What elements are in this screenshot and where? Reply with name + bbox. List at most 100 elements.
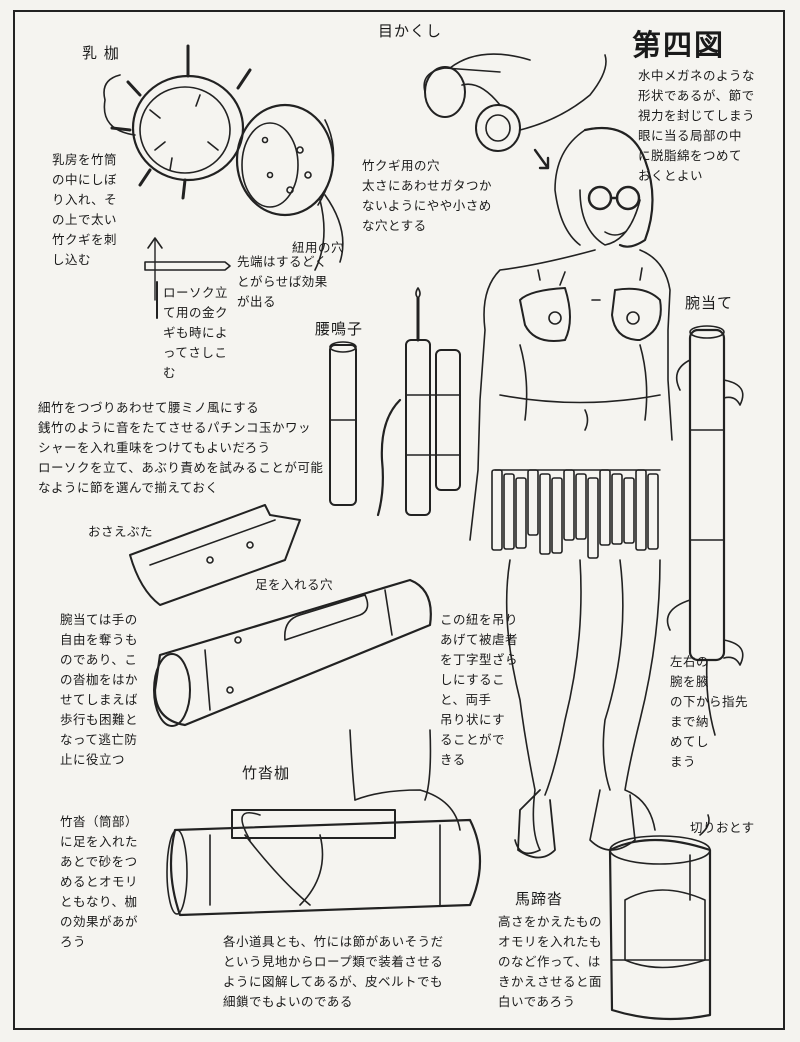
note-line: 形状であるが、節で — [638, 88, 755, 103]
note-line: せてしまえば — [60, 692, 139, 707]
note-line: ることがで — [440, 732, 506, 747]
note-line: という見地からロープ類で装着させる — [223, 954, 444, 969]
note-line: きる — [440, 752, 466, 767]
note-cord-hole: 紐用の穴 — [292, 240, 345, 255]
skirt-bamboo-stick — [551, 477, 563, 554]
label-blindfold: 目かくし — [378, 22, 443, 40]
note-line: 乳房を竹筒 — [52, 152, 118, 167]
label-breast-shackle: 乳 枷 — [82, 44, 120, 62]
note-line: あとで砂をつ — [60, 854, 138, 869]
horse-hoof-shoe-drawing — [608, 814, 712, 1021]
note-line: ように図解してあるが、皮ベルトでも — [223, 974, 444, 989]
skirt-bamboo-stick — [539, 473, 551, 555]
note-line: 細鎖でもよいのである — [223, 994, 353, 1009]
note-line: 視力を封じてしまう — [638, 108, 756, 123]
note-line: し込む — [52, 252, 92, 267]
note-line: おくとよい — [638, 168, 704, 183]
note-line: 眼に当る局部の中 — [638, 128, 743, 143]
blindfold-drawing — [423, 53, 607, 170]
note-waist-rattle: 細竹をつづりあわせて腰ミノ風にする銭竹のように音をたてさせるパチンコ玉かワッシャ… — [38, 398, 323, 498]
note-line: なように節を選んで揃えておく — [38, 480, 219, 495]
note-candle-nail: ローソク立て用の金クギも時によってさしこむ — [163, 283, 228, 383]
label-bamboo-shoe-shackle: 竹沓枷 — [242, 764, 291, 782]
note-line: のなど作って、は — [498, 954, 601, 969]
note-line: この紐を吊り — [440, 612, 519, 627]
note-line: 各小道具とも、竹には節があいそうだ — [223, 934, 444, 949]
note-line: 竹クギ用の穴 — [362, 158, 441, 173]
note-line: 腕当ては手の — [60, 612, 138, 627]
breast-shackle-drawing — [103, 44, 344, 319]
note-line: 水中メガネのような — [638, 68, 756, 83]
note-line: 先端はするどく — [237, 254, 328, 269]
note-line: む — [163, 365, 177, 380]
note-line: ってさしこ — [163, 345, 228, 360]
label-arm-guard: 腕当て — [685, 294, 734, 312]
note-line: を丁字型ざら — [440, 652, 519, 667]
note-line: 止に役立つ — [60, 752, 126, 767]
note-line: の下から指先 — [670, 694, 749, 709]
note-line: 吊り状にす — [440, 712, 506, 727]
note-line: まう — [670, 754, 697, 769]
note-line: 竹沓（筒部） — [60, 814, 139, 829]
skirt-bamboo-stick — [527, 469, 539, 536]
note-line: ローソク立 — [163, 285, 229, 300]
note-line: の沓枷をはか — [60, 672, 139, 687]
note-line: な穴とする — [362, 218, 427, 233]
note-line: 白いであろう — [498, 994, 576, 1009]
arm-guard-tube-drawing — [153, 578, 432, 727]
skirt-bamboo-stick — [587, 477, 599, 559]
note-arm-guard: 腕当ては手の自由を奪うものであり、この沓枷をはかせてしまえば歩行も困難となって逃… — [60, 610, 138, 770]
note-horse-hoof: 高さをかえたものオモリを入れたものなど作って、はきかえさせると面白いであろう — [498, 912, 602, 1012]
skirt-bamboo-stick — [635, 469, 647, 551]
note-line: ローソクを立て、あぶり責めを試みることが可能 — [38, 460, 324, 475]
skirt-bamboo-stick — [503, 473, 515, 550]
note-line: 銭竹のように音をたてさせるパチンコ玉かワッ — [38, 420, 312, 435]
note-line: り入れ、そ — [52, 192, 118, 207]
arm-guard-drawing — [666, 325, 744, 736]
holding-lid-drawing — [129, 504, 301, 606]
label-foot-hole: 足を入れる穴 — [255, 577, 334, 592]
note-line: きかえさせると面 — [498, 974, 603, 989]
note-sharp-tip: 先端はするどくとがらせば効果が出る — [237, 252, 328, 312]
label-horse-hoof-shoe: 馬蹄沓 — [515, 890, 564, 908]
note-line: めてし — [670, 734, 710, 749]
figure-drawing — [469, 126, 673, 859]
skirt-bamboo-stick — [623, 477, 635, 544]
note-both-arms: 左右の腕を腋の下から指先まで納めてしまう — [670, 652, 748, 772]
skirt-bamboo-stick — [599, 469, 611, 546]
skirt-bamboo-stick — [563, 469, 575, 541]
label-cut-off: 切りおとす — [690, 820, 755, 835]
note-line: なって逃亡防 — [60, 732, 138, 747]
note-line: ないようにやや小さめ — [362, 198, 492, 213]
note-line: しにするこ — [440, 672, 506, 687]
note-blindfold: 水中メガネのような形状であるが、節で視力を封じてしまう眼に当る局部の中に脱脂綿を… — [638, 66, 755, 186]
note-line: 竹クギを刺 — [52, 232, 118, 247]
note-breast-shackle: 乳房を竹筒の中にしぼり入れ、その上で太い竹クギを刺し込む — [52, 150, 117, 270]
skirt-bamboo-stick — [491, 469, 503, 551]
skirt-bamboo-stick — [515, 477, 527, 549]
note-line: 左右の — [670, 654, 710, 669]
note-line: 細竹をつづりあわせて腰ミノ風にする — [38, 400, 260, 415]
note-line: ろう — [60, 934, 87, 949]
note-line: 高さをかえたもの — [498, 914, 603, 929]
note-line: に脱脂綿をつめて — [638, 148, 743, 163]
note-line: ともなり、枷 — [60, 894, 138, 909]
skirt-bamboo-stick — [611, 473, 623, 545]
note-line: まで納 — [670, 714, 710, 729]
note-line: ギも時によ — [163, 325, 229, 340]
note-line: シャーを入れ重味をつけてもよいだろう — [38, 440, 271, 455]
note-bottom: 各小道具とも、竹には節があいそうだという見地からロープ類で装着させるように図解し… — [223, 932, 444, 1012]
note-line: が出る — [237, 294, 277, 309]
note-line: に足を入れた — [60, 834, 139, 849]
note-bamboo-shoe: 竹沓（筒部）に足を入れたあとで砂をつめるとオモリともなり、枷の効果があがろう — [60, 812, 138, 952]
note-line: 太さにあわせガタつか — [362, 178, 493, 193]
note-peg-hole: 竹クギ用の穴太さにあわせガタつかないようにやや小さめな穴とする — [362, 156, 492, 236]
note-line: の中にしぼ — [52, 172, 118, 187]
note-line: めるとオモリ — [60, 874, 139, 889]
note-line: とがらせば効果 — [237, 274, 328, 289]
note-line: 腕を腋 — [670, 674, 710, 689]
note-line: のであり、こ — [60, 652, 138, 667]
skirt-bamboo-stick — [647, 473, 659, 550]
note-line: あげて被虐者 — [440, 632, 519, 647]
